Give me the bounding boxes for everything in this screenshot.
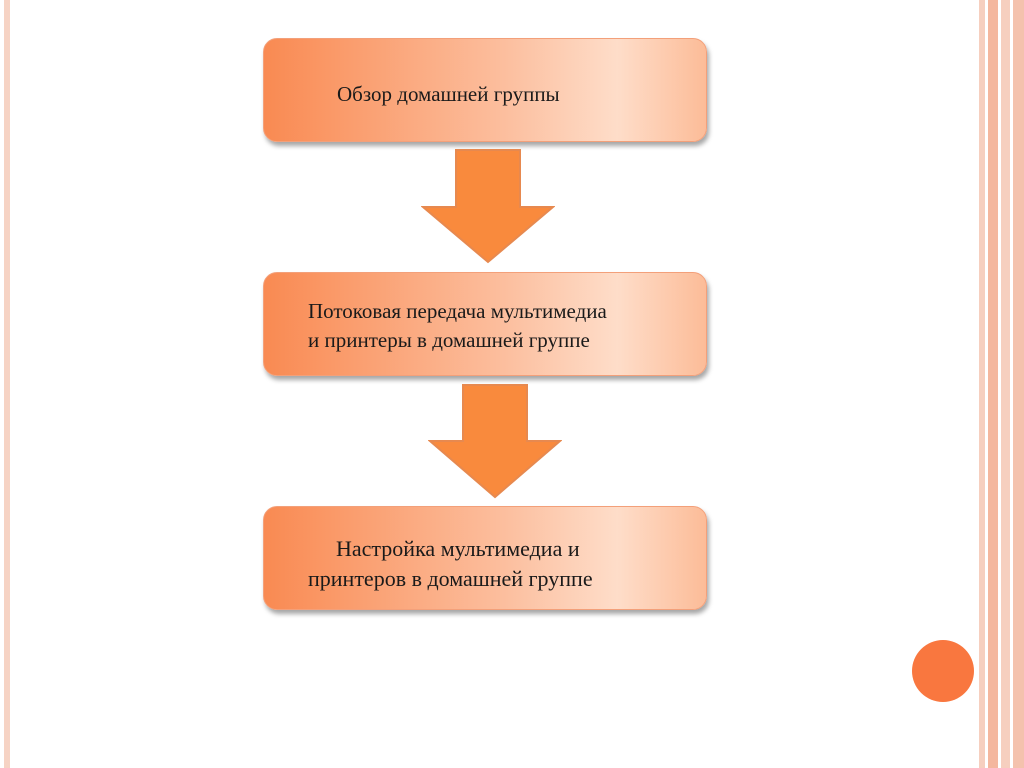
left-border-gap [10, 0, 12, 768]
step-label: Настройка мультимедиа и принтеров в дома… [308, 534, 593, 594]
left-border-line [4, 0, 10, 768]
right-stripe-gap [985, 0, 988, 768]
right-stripe [979, 0, 985, 768]
step-label-line: принтеров в домашней группе [308, 566, 593, 591]
step-label-line: Настройка мультимедиа и [336, 536, 580, 561]
decorative-circle [912, 640, 974, 702]
step-label: Потоковая передача мультимедиа и принтер… [308, 297, 607, 355]
right-stripe [1013, 0, 1024, 768]
step-box-media-setup: Настройка мультимедиа и принтеров в дома… [263, 506, 707, 610]
step-label-line: Потоковая передача мультимедиа [308, 299, 607, 323]
down-arrow [421, 149, 555, 264]
right-stripe-gap [998, 0, 1001, 768]
step-label: Обзор домашней группы [337, 80, 560, 109]
right-stripe-gap [1010, 0, 1013, 768]
step-box-media-streaming: Потоковая передача мультимедиа и принтер… [263, 272, 707, 376]
down-arrow [428, 384, 562, 499]
step-box-homegroup-overview: Обзор домашней группы [263, 38, 707, 142]
right-stripe [1001, 0, 1010, 768]
step-label-line: Обзор домашней группы [337, 82, 560, 106]
step-label-line: и принтеры в домашней группе [308, 328, 590, 352]
right-stripe [988, 0, 998, 768]
